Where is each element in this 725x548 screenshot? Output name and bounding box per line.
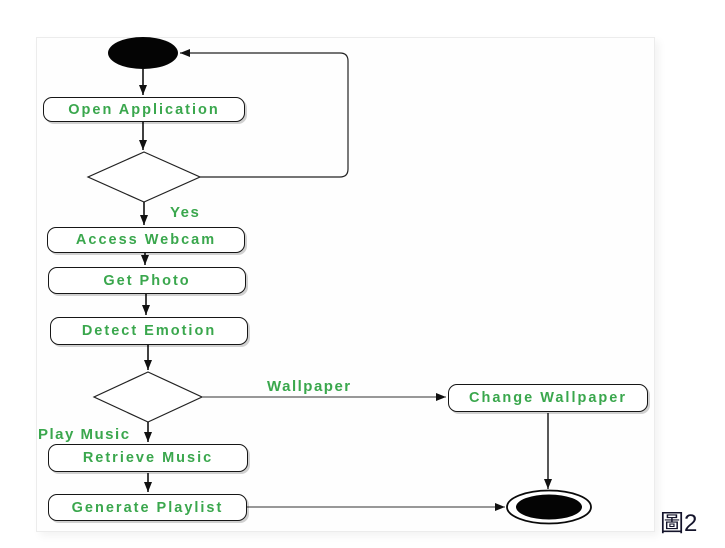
end-node [516,494,582,520]
edge-label-yes: Yes [170,204,201,221]
action-access-webcam: Access Webcam [47,227,245,253]
action-change-wallpaper: Change Wallpaper [448,384,648,412]
action-get-photo: Get Photo [48,267,246,294]
decision-node-1 [86,151,202,203]
figure-caption: 圖2 [660,510,698,537]
edge-decision1-loop-to-start [180,49,349,178]
decision-node-2 [92,371,204,423]
action-retrieve-music: Retrieve Music [48,444,248,472]
action-open-application: Open Application [43,97,245,122]
start-node [108,37,178,69]
edge-label-play-music: Play Music [38,426,131,443]
action-generate-playlist: Generate Playlist [48,494,247,521]
action-detect-emotion: Detect Emotion [50,317,248,345]
edge-label-wallpaper: Wallpaper [267,378,352,395]
